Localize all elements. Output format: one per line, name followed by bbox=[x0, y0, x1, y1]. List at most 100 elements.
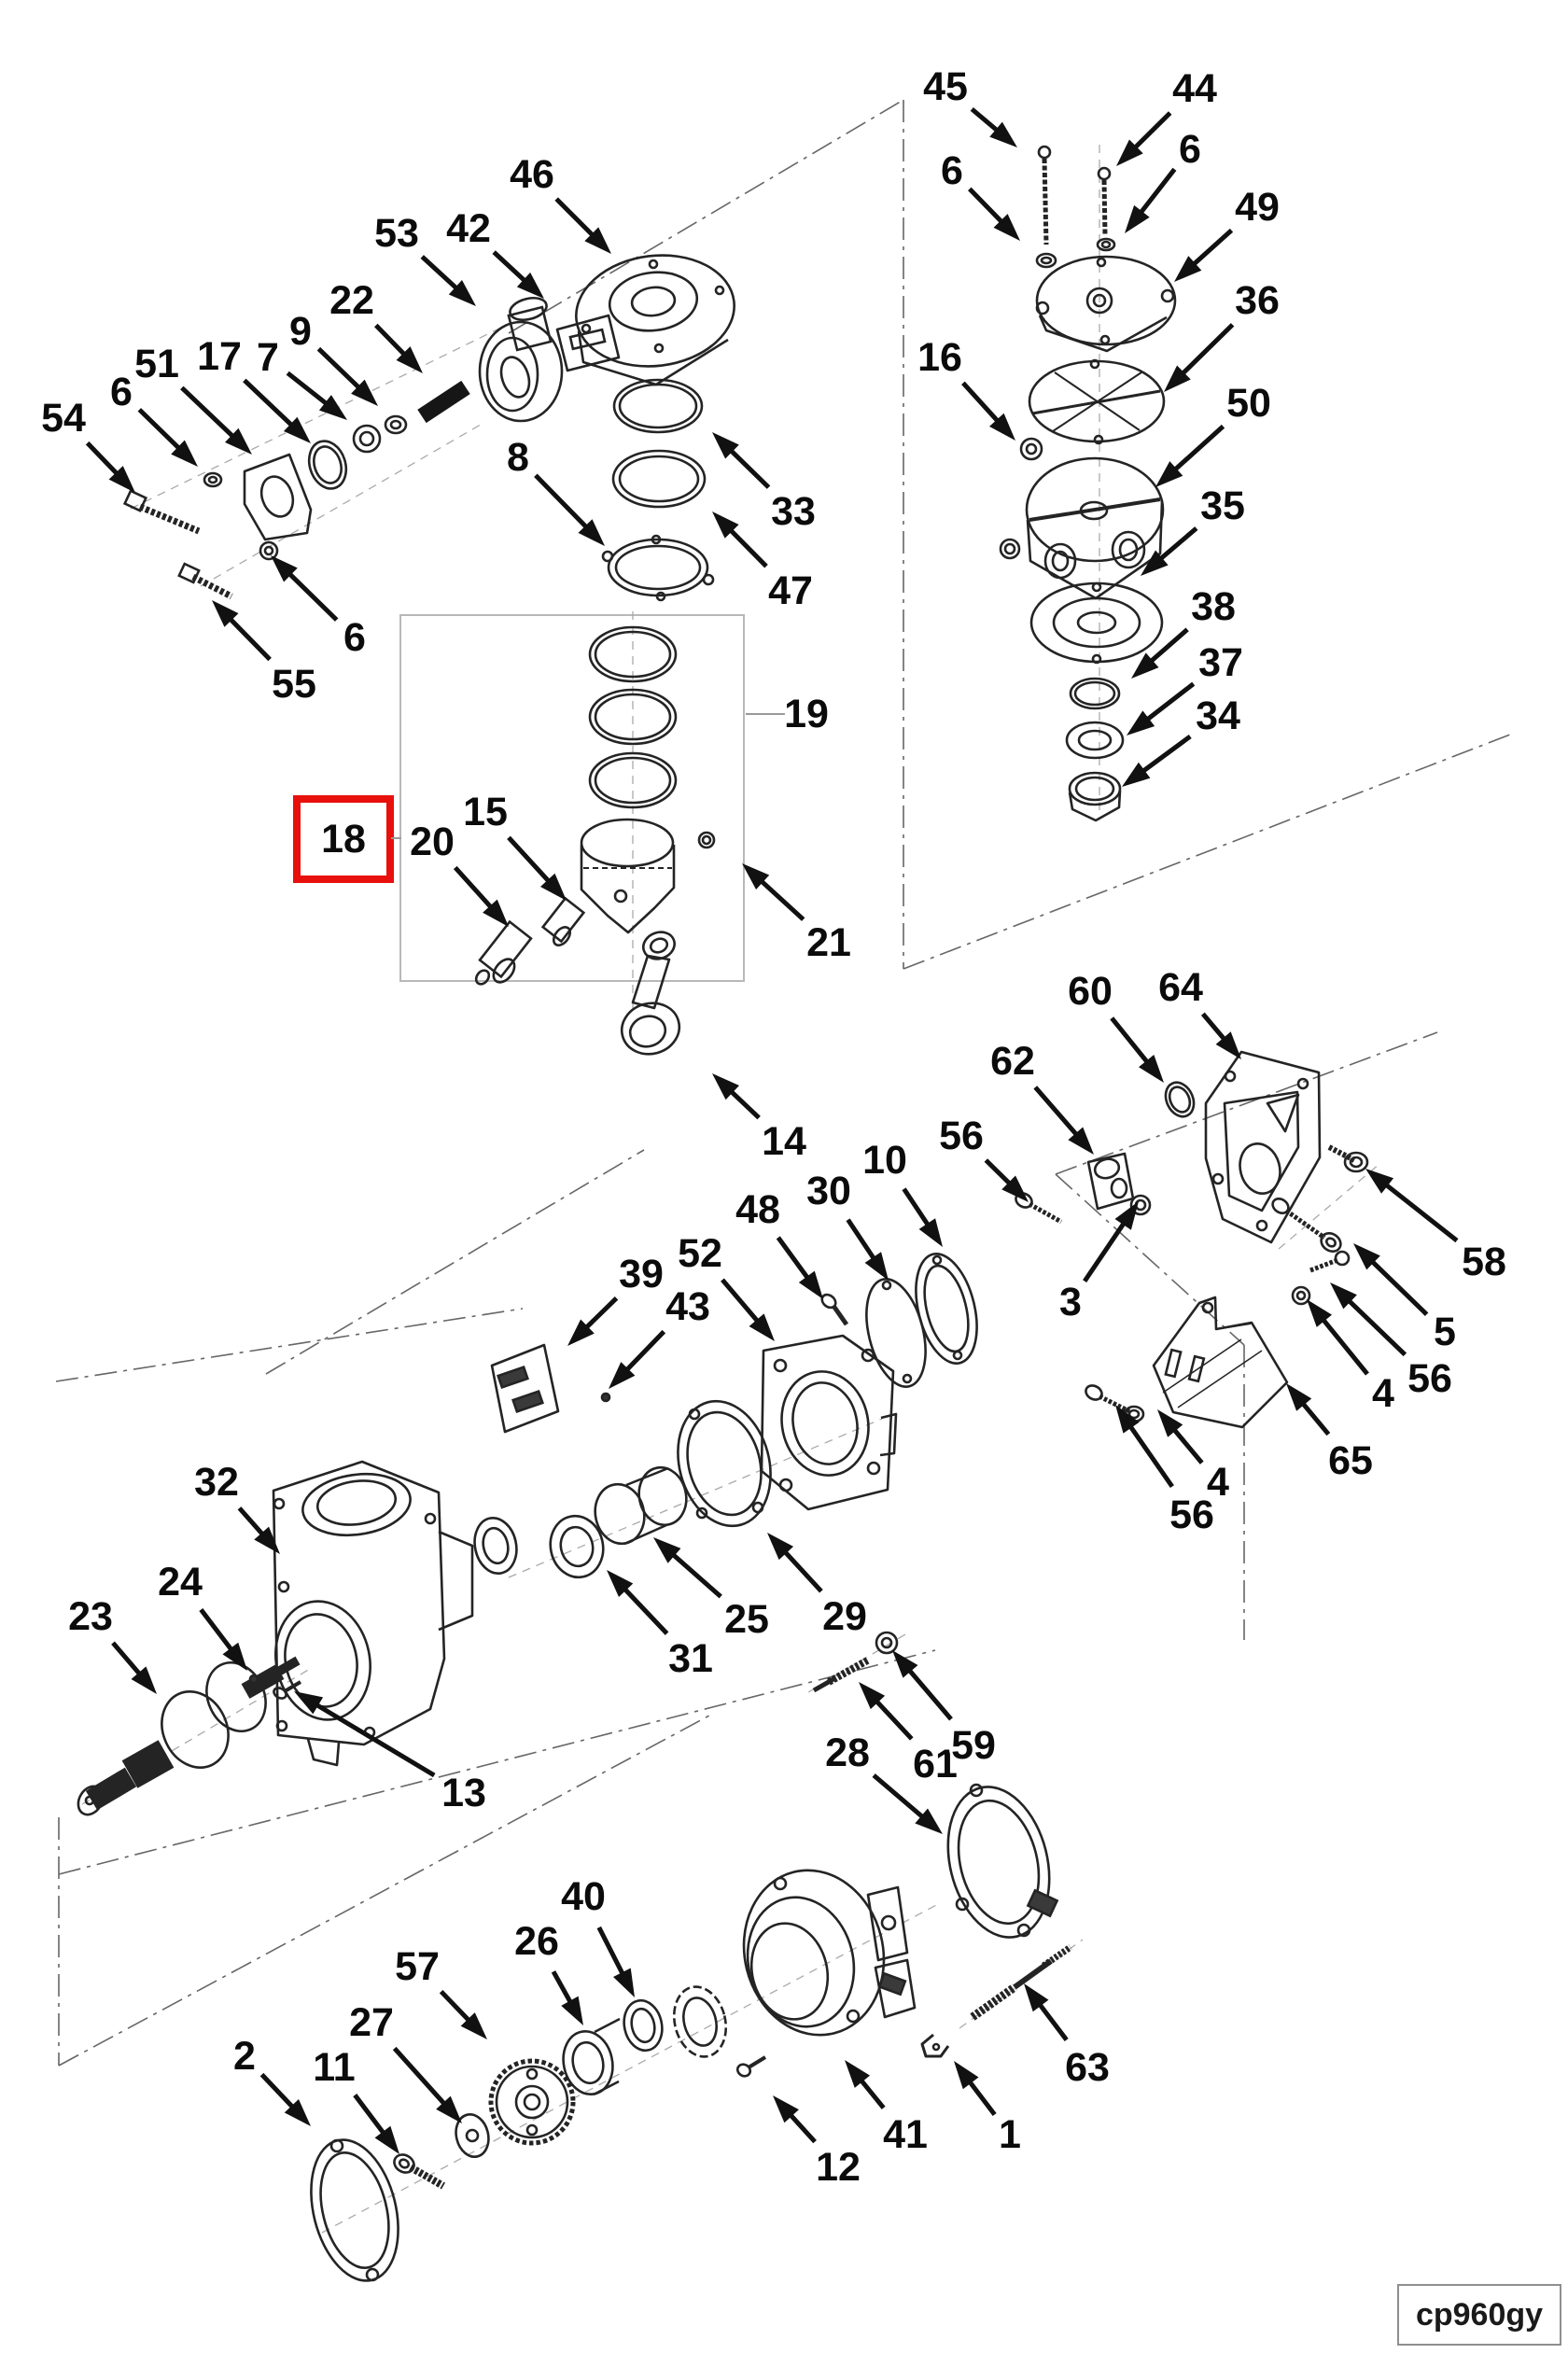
callout-63: 63 bbox=[1024, 1983, 1113, 2093]
part-number-39: 39 bbox=[619, 1252, 664, 1296]
part-number-24: 24 bbox=[158, 1560, 203, 1604]
part-number-59: 59 bbox=[951, 1723, 996, 1768]
callout-15: 15 bbox=[460, 787, 567, 901]
part-fitting-16-b bbox=[999, 538, 1021, 560]
part-sketches bbox=[77, 145, 1369, 2282]
callout-30: 30 bbox=[804, 1166, 889, 1281]
part-dowel-24 bbox=[248, 1674, 259, 1685]
part-washer-34 bbox=[1068, 771, 1122, 822]
part-fitting-16 bbox=[1019, 437, 1043, 461]
part-number-5: 5 bbox=[1434, 1310, 1456, 1354]
part-connecting-rod-14 bbox=[620, 931, 681, 1056]
part-bolt-58 bbox=[1327, 1144, 1369, 1173]
callout-53: 53 bbox=[371, 208, 476, 306]
part-head-cover-46 bbox=[575, 254, 735, 386]
callout-64: 64 bbox=[1155, 962, 1241, 1059]
part-number-6: 6 bbox=[343, 615, 366, 660]
part-washer-6-left bbox=[203, 471, 223, 488]
callout-47: 47 bbox=[712, 511, 816, 616]
part-number-35: 35 bbox=[1200, 483, 1245, 528]
callout-38: 38 bbox=[1131, 581, 1239, 679]
part-number-55: 55 bbox=[272, 662, 316, 707]
callout-54: 54 bbox=[38, 393, 135, 493]
part-o-ring-38 bbox=[1069, 677, 1121, 710]
part-number-30: 30 bbox=[806, 1169, 851, 1213]
part-bracket-65 bbox=[1152, 1296, 1289, 1429]
part-cover-10 bbox=[915, 1253, 978, 1365]
part-number-34: 34 bbox=[1196, 694, 1240, 738]
part-number-45: 45 bbox=[923, 64, 968, 109]
part-number-6: 6 bbox=[1179, 127, 1201, 172]
part-number-28: 28 bbox=[825, 1730, 870, 1775]
part-clip-1 bbox=[920, 2033, 950, 2058]
part-gasket-28 bbox=[946, 1783, 1059, 1939]
part-number-23: 23 bbox=[68, 1594, 113, 1639]
callout-29: 29 bbox=[767, 1533, 870, 1642]
callout-35: 35 bbox=[1141, 481, 1248, 576]
part-number-32: 32 bbox=[194, 1460, 239, 1505]
part-number-44: 44 bbox=[1172, 66, 1217, 111]
callout-2: 2 bbox=[231, 2031, 311, 2126]
part-screw-13 bbox=[273, 1680, 302, 1700]
callout-6: 6 bbox=[271, 555, 369, 663]
part-number-62: 62 bbox=[990, 1039, 1035, 1084]
part-stud-63 bbox=[970, 1944, 1072, 2021]
part-bushing-25 bbox=[594, 1465, 688, 1546]
callout-49: 49 bbox=[1174, 182, 1282, 282]
part-plate-51 bbox=[243, 453, 313, 541]
callout-60: 60 bbox=[1065, 966, 1164, 1083]
callout-23: 23 bbox=[65, 1591, 157, 1694]
part-number-56: 56 bbox=[1169, 1492, 1214, 1537]
part-number-17: 17 bbox=[197, 334, 242, 379]
callout-56: 56 bbox=[936, 1111, 1029, 1202]
part-number-58: 58 bbox=[1462, 1240, 1506, 1284]
callout-8: 8 bbox=[504, 432, 605, 546]
part-number-64: 64 bbox=[1158, 965, 1203, 1010]
callout-61: 61 bbox=[859, 1682, 960, 1789]
highlight-box-18 bbox=[293, 795, 401, 883]
callout-22: 22 bbox=[327, 275, 423, 373]
part-number-43: 43 bbox=[665, 1284, 710, 1329]
part-seal-37 bbox=[1065, 721, 1125, 760]
callout-3: 3 bbox=[1057, 1201, 1139, 1327]
part-screw-4-upper bbox=[1291, 1250, 1351, 1306]
part-nut-6-lower bbox=[259, 540, 279, 561]
part-bushing-26 bbox=[562, 2017, 621, 2096]
callout-19: 19 bbox=[781, 689, 832, 739]
callout-48: 48 bbox=[733, 1184, 823, 1299]
callout-27: 27 bbox=[346, 1997, 462, 2123]
part-number-6: 6 bbox=[110, 370, 133, 414]
part-number-38: 38 bbox=[1191, 584, 1236, 629]
drawing-code: cp960gy bbox=[1415, 2296, 1544, 2333]
callout-36: 36 bbox=[1164, 275, 1282, 392]
callout-18: 18 bbox=[318, 814, 369, 864]
callout-40: 40 bbox=[558, 1871, 635, 1997]
part-number-2: 2 bbox=[233, 2034, 256, 2079]
part-washer-6-right-a bbox=[1035, 252, 1057, 269]
part-bolt-44 bbox=[1097, 166, 1112, 236]
part-number-57: 57 bbox=[395, 1944, 440, 1989]
drawing-code-box: cp960gy bbox=[1397, 2284, 1561, 2346]
callout-26: 26 bbox=[511, 1916, 583, 2025]
part-number-26: 26 bbox=[514, 1919, 559, 1964]
callout-16: 16 bbox=[915, 332, 1015, 441]
callout-4: 4 bbox=[1157, 1409, 1232, 1507]
construction-lines bbox=[55, 99, 1511, 2234]
part-number-8: 8 bbox=[507, 435, 529, 480]
callout-21: 21 bbox=[742, 863, 854, 968]
callout-7: 7 bbox=[254, 332, 347, 420]
part-unloader-body-50 bbox=[1025, 456, 1165, 600]
part-number-3: 3 bbox=[1059, 1280, 1082, 1324]
part-number-52: 52 bbox=[678, 1231, 722, 1276]
part-number-19: 19 bbox=[784, 692, 829, 736]
part-number-49: 49 bbox=[1235, 185, 1280, 230]
callout-14: 14 bbox=[712, 1073, 809, 1167]
part-number-33: 33 bbox=[771, 489, 816, 534]
callout-11: 11 bbox=[310, 2042, 399, 2154]
callout-9: 9 bbox=[287, 306, 378, 406]
part-number-29: 29 bbox=[822, 1594, 867, 1639]
part-number-47: 47 bbox=[768, 568, 813, 613]
part-number-54: 54 bbox=[41, 396, 86, 441]
callout-44: 44 bbox=[1116, 63, 1220, 166]
